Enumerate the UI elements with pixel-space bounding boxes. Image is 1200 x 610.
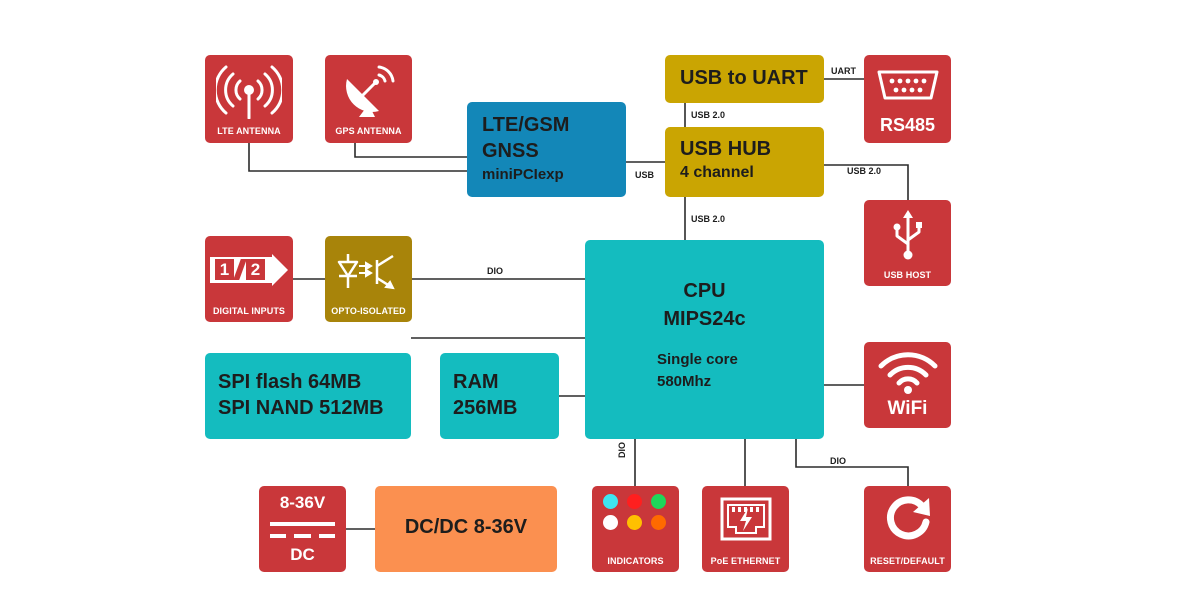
usb-to-uart-block: USB to UART	[665, 55, 824, 103]
optocoupler-icon	[337, 254, 395, 290]
antenna-icon	[216, 65, 282, 119]
usb-host-label: USB HOST	[883, 270, 932, 280]
spi-flash-block: SPI flash 64MB SPI NAND 512MB	[205, 353, 411, 439]
link-label-dio-opto: DIO	[487, 266, 504, 276]
poe-ethernet-label: PoE ETHERNET	[710, 556, 781, 566]
modem-line3: miniPCIexp	[482, 166, 564, 183]
power-voltage-label: 8-36V	[279, 493, 326, 512]
spi-flash-line1: SPI flash 64MB	[218, 371, 362, 393]
reset-icon	[887, 496, 930, 540]
wire-hub-usbhost	[824, 164, 909, 200]
lte-antenna-block: LTE ANTENNA	[205, 55, 293, 143]
digital-inputs-label: DIGITAL INPUTS	[212, 306, 286, 316]
digital-inputs-block: 1 2 DIGITAL INPUTS	[205, 236, 293, 322]
reset-default-block: RESET/DEFAULT	[864, 486, 951, 572]
gps-antenna-label: GPS ANTENNA	[335, 126, 402, 136]
led-4	[603, 515, 618, 530]
led-1	[603, 494, 618, 509]
opto-isolated-block: OPTO-ISOLATED	[325, 236, 412, 322]
usb-hub-block: USB HUB 4 channel	[665, 127, 824, 197]
opto-isolated-label: OPTO-ISOLATED	[331, 306, 406, 316]
link-label-usb20-hub-cpu: USB 2.0	[691, 214, 726, 224]
satellite-dish-icon	[346, 65, 395, 117]
spi-flash-line2: SPI NAND 512MB	[218, 397, 384, 419]
link-label-dio-indicators: DIO	[617, 441, 627, 458]
dc-symbol-icon	[270, 522, 335, 538]
led-6	[651, 515, 666, 530]
rs485-block: RS485	[864, 55, 951, 143]
led-3	[651, 494, 666, 509]
led-5	[627, 515, 642, 530]
cpu-line4: 580Mhz	[657, 373, 712, 390]
digital-input-badge-1: 1	[215, 259, 234, 280]
modem-line2: GNSS	[482, 140, 539, 162]
power-input-block: 8-36V DC	[259, 486, 346, 572]
wire-lte-modem	[248, 143, 467, 172]
modem-block: LTE/GSM GNSS miniPCIexp	[467, 102, 626, 197]
link-label-usb20-hub-host: USB 2.0	[847, 166, 882, 176]
link-label-dio-reset: DIO	[830, 456, 847, 466]
dcdc-block: DC/DC 8-36V	[375, 486, 557, 572]
cpu-line2: MIPS24c	[663, 308, 746, 330]
cpu-block: CPU MIPS24c Single core 580Mhz	[585, 240, 824, 439]
link-label-uart: UART	[831, 66, 856, 76]
ram-block: RAM 256MB	[440, 353, 559, 439]
cpu-line3: Single core	[657, 351, 738, 368]
ethernet-power-icon	[720, 497, 772, 541]
indicators-label: INDICATORS	[607, 556, 664, 566]
cpu-line1: CPU	[683, 280, 726, 302]
rs485-label: RS485	[879, 115, 936, 135]
ram-line1: RAM	[453, 371, 499, 393]
usb-hub-line2: 4 channel	[680, 164, 754, 181]
modem-line1: LTE/GSM	[482, 114, 570, 136]
usb-hub-line1: USB HUB	[680, 138, 772, 160]
poe-ethernet-block: PoE ETHERNET	[702, 486, 789, 572]
usb-to-uart-label: USB to UART	[680, 67, 808, 89]
link-label-usb20-uart-hub: USB 2.0	[691, 110, 726, 120]
wire-cpu-reset	[795, 439, 909, 486]
ram-line2: 256MB	[453, 397, 518, 419]
power-type-label: DC	[290, 545, 315, 564]
link-label-usb-modem-hub: USB	[635, 170, 655, 180]
wifi-icon	[878, 352, 938, 394]
wifi-block: WiFi	[864, 342, 951, 428]
gps-antenna-block: GPS ANTENNA	[325, 55, 412, 143]
reset-default-label: RESET/DEFAULT	[870, 556, 945, 566]
usb-host-block: USB HOST	[864, 200, 951, 286]
digital-input-badge-2: 2	[246, 259, 265, 280]
led-2	[627, 494, 642, 509]
indicators-block: INDICATORS	[592, 486, 679, 572]
serial-port-icon	[877, 70, 939, 100]
wifi-label: WiFi	[887, 398, 928, 419]
lte-antenna-label: LTE ANTENNA	[217, 126, 281, 136]
usb-icon	[893, 210, 922, 260]
wire-gps-modem	[354, 143, 467, 158]
dcdc-label: DC/DC 8-36V	[404, 516, 528, 538]
